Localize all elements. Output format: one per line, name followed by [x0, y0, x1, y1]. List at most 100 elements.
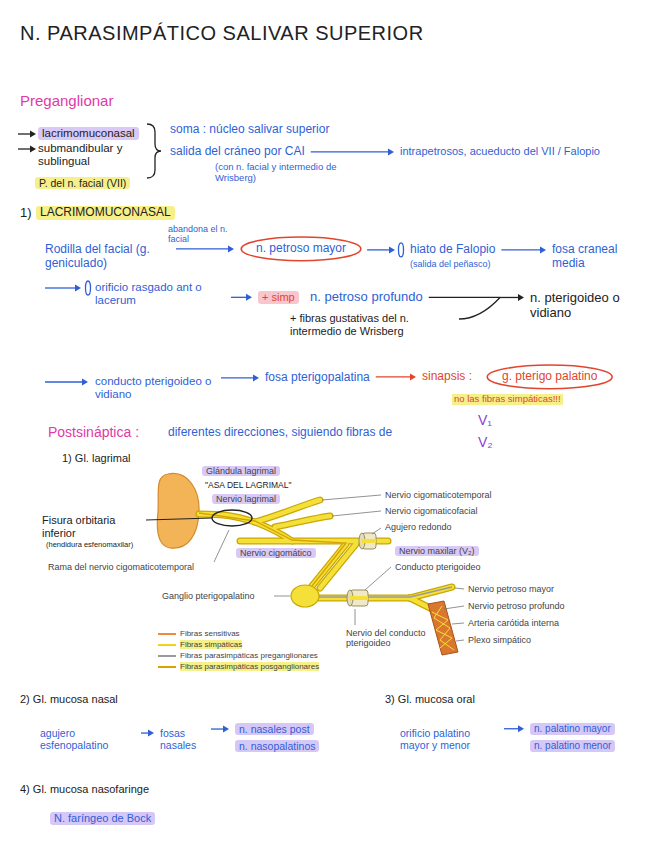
highlighted-nerve: n. palatino menor [530, 740, 615, 752]
note-text: hiato de Falopio [410, 243, 495, 257]
section-heading: Preganglionar [20, 92, 113, 109]
legend-line [158, 633, 176, 635]
arrow-head [253, 374, 259, 381]
static-arrowheads [30, 131, 36, 153]
leader-lines-part [444, 606, 464, 609]
lacrimal-gland [157, 473, 199, 548]
node-text: Nervio maxilar (V₂) [399, 546, 475, 556]
note-text: submandibular y sublingual [38, 142, 143, 168]
node-text: N. faríngeo de Bock [54, 812, 151, 824]
structure-label: Nervio cigomaticotemporal [385, 490, 492, 500]
static-arrows-part [18, 133, 31, 134]
structure-label: Nervio petroso profundo [468, 601, 565, 611]
note-text: agujero esfenopalatino [40, 727, 135, 751]
arrow-head [518, 725, 524, 732]
arrow-line [231, 297, 247, 298]
leader-lines-part [455, 588, 464, 589]
nerve-fill-part [320, 544, 356, 588]
note-text: Rodilla del facial (g. geniculado) [45, 243, 170, 271]
leader-lines-part [322, 495, 381, 500]
structure-label: Rama del nervio cigomaticotemporal [48, 562, 194, 572]
subsection-heading: 4) Gl. mucosa nasofaringe [20, 783, 149, 796]
note-text: n. petroso profundo [310, 290, 423, 305]
note-text: (con n. facial y intermedio de Wrisberg) [215, 162, 345, 184]
highlighted-nerve: n. nasopalatinos [235, 740, 319, 752]
note-text: n. pterigoideo o vidiano [530, 291, 640, 321]
highlighted-heading: LACRIMOMUCONASAL [36, 206, 175, 220]
note-text: soma : núcleo salivar superior [170, 123, 329, 137]
leader-lines-part [365, 567, 391, 590]
arrow-line [141, 732, 149, 733]
internal-carotid-artery [428, 601, 458, 655]
leader-lines-part [332, 511, 381, 516]
note-text: conducto pterigoideo o vidiano [95, 375, 215, 401]
legend-line-sample [158, 653, 176, 659]
highlighted-structure: Glándula lagrimal [202, 466, 280, 476]
row-start-arrows [45, 281, 91, 382]
foramen-rotundum [359, 533, 376, 549]
node-text: n. palatino mayor [534, 723, 611, 734]
oval-outline-path [487, 365, 612, 389]
note-text: fosa craneal media [552, 243, 637, 271]
pterygoid-canal-part [350, 596, 368, 600]
node-text: P. del n. facial (VII) [39, 177, 126, 189]
static-arrowheads-part [30, 131, 36, 138]
handwritten-note: Fisura orbitaria inferior [42, 514, 152, 539]
subsection-heading: 1) Gl. lagrimal [62, 452, 130, 465]
section-heading: Postsináptica : [48, 424, 139, 440]
note-text: salida del cráneo por CAI [170, 145, 305, 159]
highlighted-nerve: N. faríngeo de Bock [50, 812, 155, 825]
legend-text: Fibras parasimpáticas preganglionares [180, 651, 318, 660]
foramen-rotundum-part [362, 539, 376, 543]
structure-label: Arteria carótida interna [468, 618, 559, 628]
row-start-heads-part [82, 379, 88, 386]
warning-note: no las fibras simpáticas!!! [452, 394, 563, 405]
arrow-line [311, 151, 389, 152]
highlighted-nerve: n. nasales post [235, 723, 314, 735]
leader-lines-part [355, 609, 356, 625]
handwritten-note: "ASA DEL LAGRIMAL" [205, 481, 292, 491]
legend-line-sample [158, 631, 176, 637]
node-text: Glándula lagrimal [206, 466, 276, 476]
arrow-line [211, 728, 224, 729]
arrow-head [389, 246, 395, 253]
preganglionic-fibre [319, 587, 452, 597]
legend-row: Fibras parasimpáticas posganglionares [158, 661, 319, 672]
subsection-heading: 3) Gl. mucosa oral [385, 693, 475, 706]
node-text: lacrimomuconasal [42, 127, 135, 139]
arrow-head [246, 294, 252, 301]
note-text: fosa pterigopalatina [265, 371, 370, 385]
note-text: intrapetrosos, acueducto del VII / Falop… [400, 145, 640, 158]
nerve-symbol: V₂ [478, 434, 493, 450]
static-arrowheads-part [30, 146, 36, 153]
highlighted-term: P. del n. facial (VII) [35, 177, 130, 189]
structure-label: Nervio cigomaticofacial [385, 506, 478, 516]
nerve-symbol: V₁ [478, 412, 492, 428]
legend: Fibras sensitivasFibras simpáticasFibras… [158, 628, 319, 672]
note-text: orificio palatino mayor y menor [400, 727, 498, 751]
node-text: n. nasales post [239, 723, 310, 735]
row-start-arrows-part [86, 281, 91, 295]
oval-outline-path [241, 237, 361, 261]
row-start-heads-part [75, 285, 81, 292]
row-start-heads [75, 285, 88, 386]
row-start-arrows-part [45, 381, 82, 382]
node-text: g. pterigo palatino [502, 369, 597, 383]
legend-line-sample [158, 664, 176, 670]
arrow-line [504, 728, 519, 729]
fissure-loop [212, 510, 252, 526]
arrow-line [176, 248, 229, 249]
arrow-line [501, 249, 541, 250]
structure-label: Agujero redondo [385, 522, 452, 532]
legend-row: Fibras sensitivas [158, 628, 319, 639]
structure-label: Conducto pterigoideo [395, 562, 481, 572]
highlighted-structure: Nervio lagrimal [212, 494, 280, 504]
leader-lines-part [214, 530, 229, 562]
row-start-arrows-part [45, 287, 76, 288]
arrow-head [410, 373, 416, 380]
legend-text: Fibras sensitivas [180, 629, 240, 638]
structure-label: Nervio del conducto pterigoideo [346, 628, 428, 649]
note-text: diferentes direcciones, siguiendo fibras… [168, 426, 392, 440]
arrow-head [148, 730, 154, 737]
